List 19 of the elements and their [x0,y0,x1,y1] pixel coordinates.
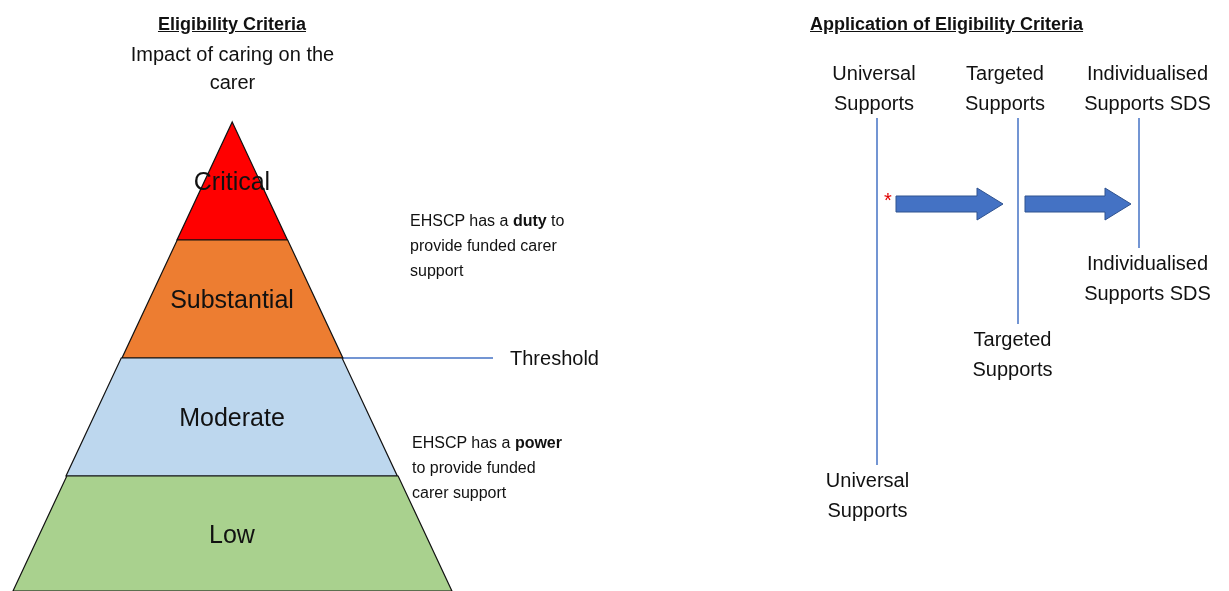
text-label: Targeted Supports [955,324,1070,384]
vertical-line [1138,117,1140,249]
heading: Application of Eligibility Criteria [810,13,1085,36]
subheading: Impact of caring on the carer [129,42,336,95]
text-label: Universal Supports [814,58,934,118]
pyramid-band: Substantial [121,240,343,358]
text-label: Universal Supports [810,465,925,525]
text-label: Threshold [497,343,612,373]
asterisk-mark: * [884,188,893,213]
text-label: Individualised Supports SDS [1070,248,1225,308]
pyramid-band: Moderate [66,358,398,476]
vertical-line [876,117,878,466]
vertical-line [1017,117,1019,325]
text-label: Targeted Supports [950,58,1060,118]
note-text: EHSCP has a power to provide funded carer support [412,433,563,503]
text-label: Individualised Supports SDS [1070,58,1225,118]
leader-line [341,357,494,359]
heading: Eligibility Criteria [156,13,307,36]
note-text: EHSCP has a duty to provide funded carer support [410,211,566,281]
